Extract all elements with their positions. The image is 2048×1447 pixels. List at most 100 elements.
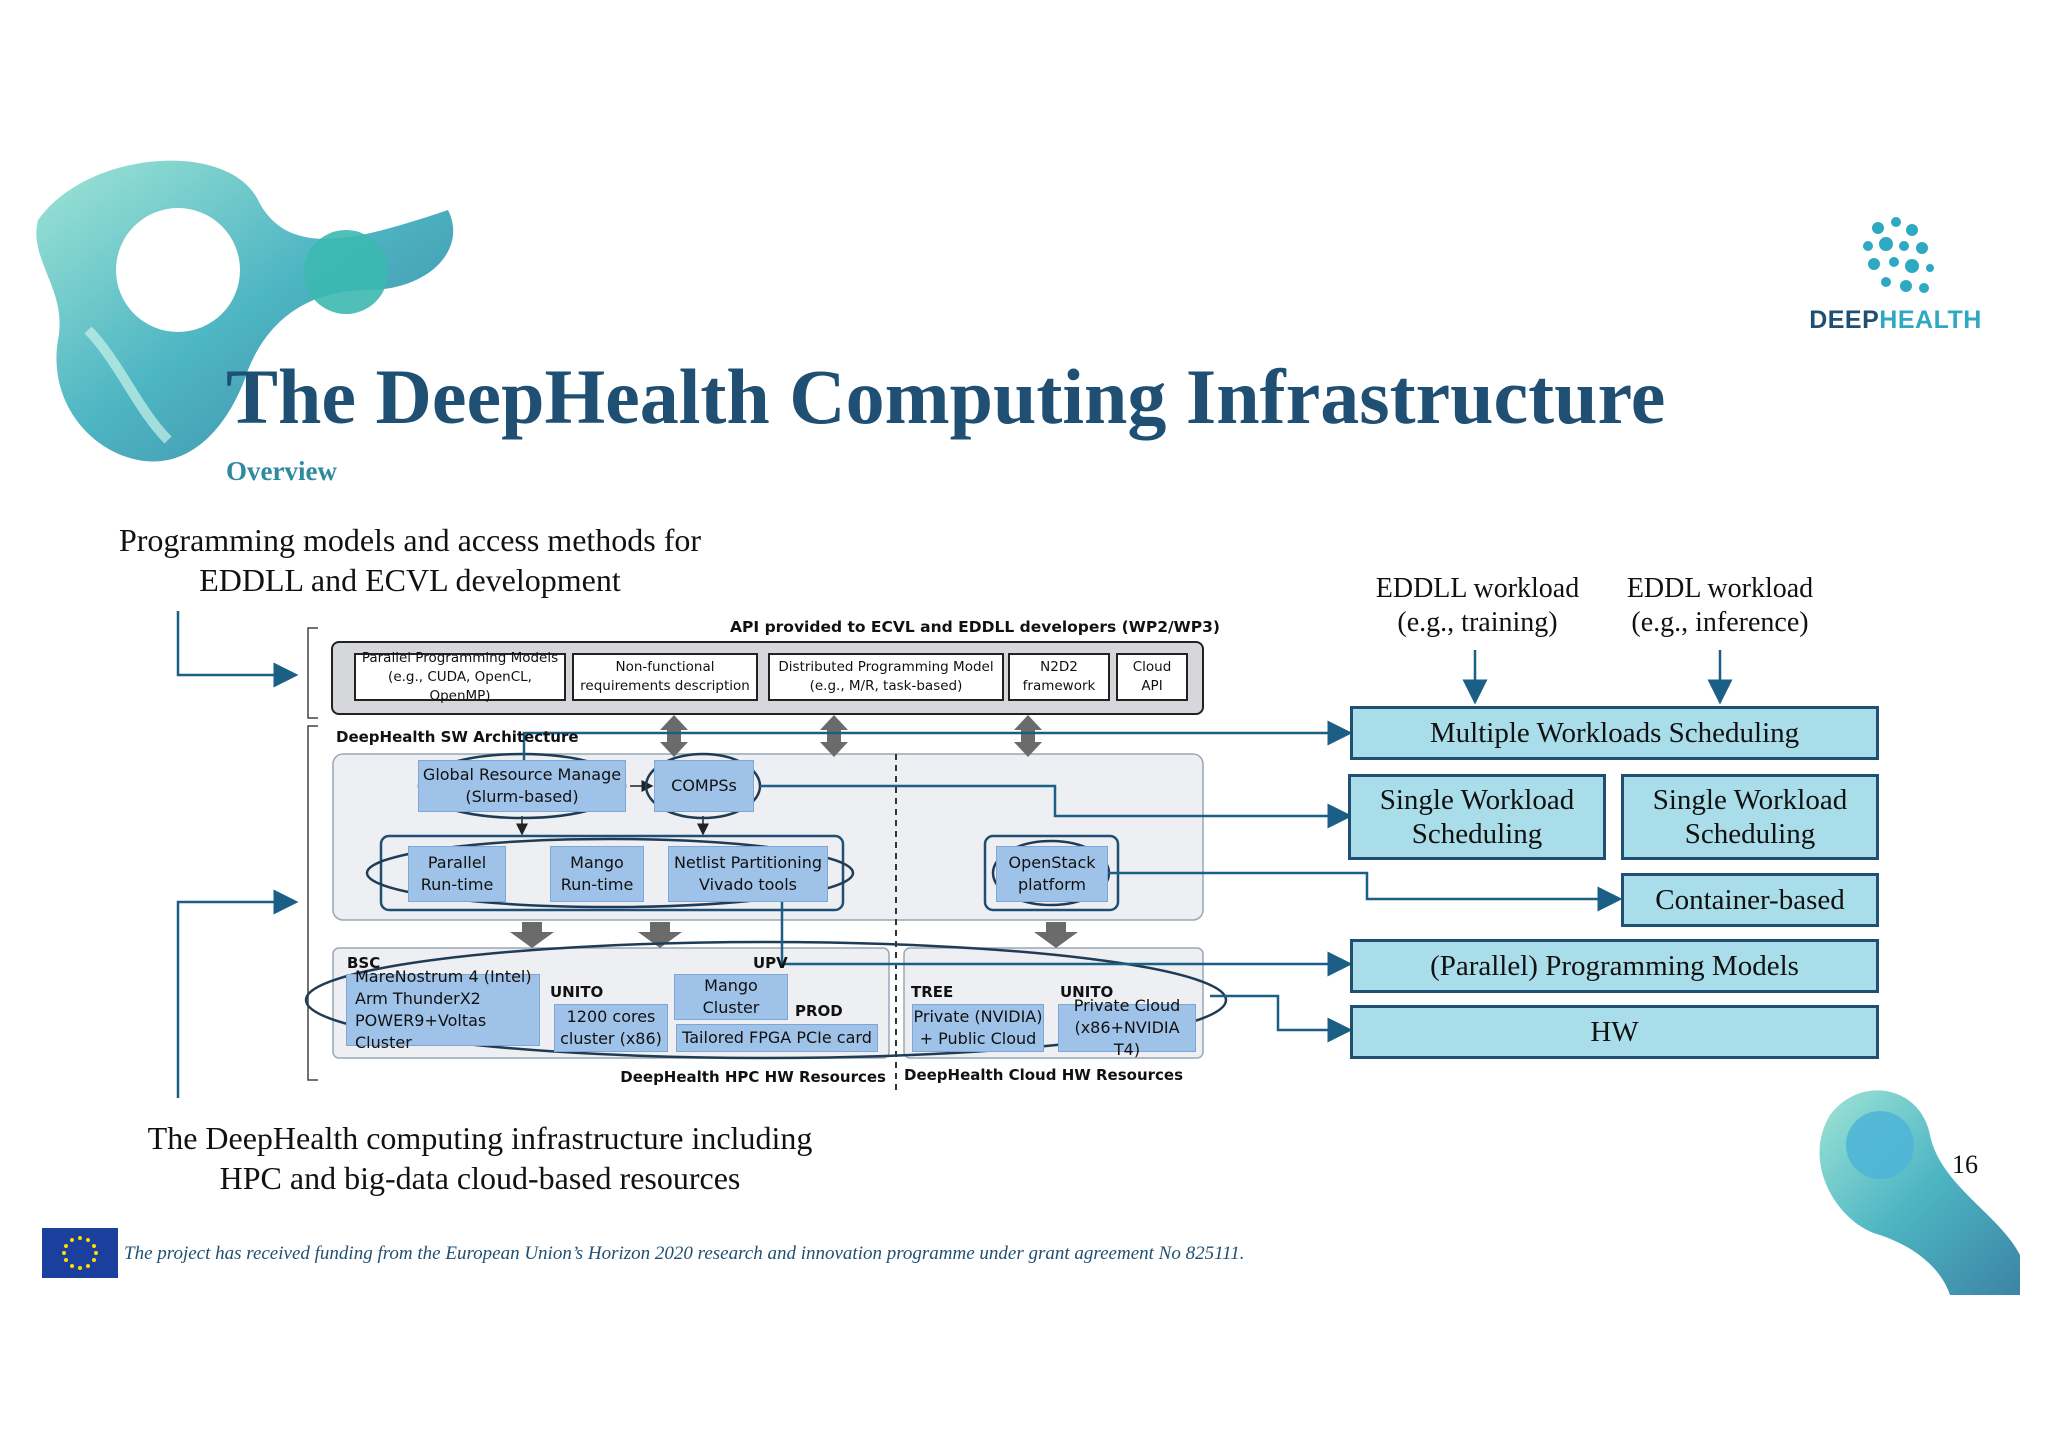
link-single-scheduling xyxy=(760,784,1353,829)
link-hw xyxy=(1210,994,1353,1043)
eddl-workload-line-2: (e.g., inference) xyxy=(1631,607,1809,638)
mango-runtime-line-1: Mango xyxy=(570,853,624,872)
page-subtitle: Overview xyxy=(226,456,337,486)
cores-cluster-node: 1200 cores cluster (x86) xyxy=(554,1004,668,1052)
api-box-non-functional: Non-functional requirements description xyxy=(572,653,758,701)
marenostrum-line-2: Arm ThunderX2 xyxy=(355,989,481,1008)
openstack-node: OpenStack platform xyxy=(996,846,1108,902)
single-a-line-1: Single Workload xyxy=(1379,784,1575,816)
decorative-swirl-bottom-right xyxy=(1819,1090,2020,1295)
api-box-parallel-programming-line-1: Parallel Programming Models xyxy=(361,649,559,666)
hpc-resources-label: DeepHealth HPC HW Resources xyxy=(620,1068,886,1086)
parallel-runtime-line-1: Parallel xyxy=(427,853,487,872)
eddll-workload-line-2: (e.g., training) xyxy=(1397,607,1558,638)
caption-bottom-connector xyxy=(176,889,299,1098)
sw-hw-down-arrows xyxy=(510,922,1078,948)
private-cloud-line-2: (x86+NVIDIA T4) xyxy=(1074,1018,1180,1059)
mango-cluster-line-2: Cluster xyxy=(702,998,760,1017)
mango-runtime-line-2: Run-time xyxy=(560,875,634,894)
unito2-label: UNITO xyxy=(1060,983,1114,1001)
cores-line-2: cluster (x86) xyxy=(560,1029,662,1048)
single-b-line-1: Single Workload xyxy=(1652,784,1848,816)
logo-icon xyxy=(1863,217,1934,293)
unito-label: UNITO xyxy=(550,983,604,1001)
netlist-line-1: Netlist Partitioning xyxy=(673,853,823,872)
caption-top-line-2: EDDLL and ECVL development xyxy=(199,562,621,598)
api-box-n2d2-line-2: framework xyxy=(1022,678,1096,694)
brace-api xyxy=(307,627,318,719)
api-sw-double-arrows xyxy=(660,715,1042,757)
caption-top-connector xyxy=(176,611,299,688)
upv-label: UPV xyxy=(753,954,788,972)
multiple-workloads-scheduling: Multiple Workloads Scheduling xyxy=(1350,706,1879,760)
openstack-line-2: platform xyxy=(1018,875,1086,894)
api-box-parallel-programming: Parallel Programming Models (e.g., CUDA, … xyxy=(354,650,566,704)
openstack-line-1: OpenStack xyxy=(1008,853,1096,872)
api-box-non-functional-line-2: requirements description xyxy=(580,678,750,694)
fpga-node: Tailored FPGA PCIe card xyxy=(676,1024,878,1052)
compss-node: COMPSs xyxy=(654,760,754,812)
private-nvidia-line-2: + Public Cloud xyxy=(919,1029,1037,1048)
api-box-distributed-programming-line-1: Distributed Programming Model xyxy=(778,659,994,675)
link-multiple-scheduling xyxy=(522,720,1353,766)
api-box-distributed-programming: Distributed Programming Model (e.g., M/R,… xyxy=(768,653,1004,701)
api-box-cloud-line-2: API xyxy=(1141,678,1163,694)
hw-box: HW xyxy=(1350,1005,1879,1059)
tree-label: TREE xyxy=(911,983,954,1001)
private-nvidia-line-1: Private (NVIDIA) xyxy=(913,1007,1043,1026)
page-number: 16 xyxy=(1952,1150,1978,1179)
private-cloud-line-1: Private Cloud xyxy=(1073,996,1181,1015)
parallel-runtime-line-2: Run-time xyxy=(420,875,494,894)
eu-flag-icon xyxy=(42,1228,118,1278)
mango-cluster-line-1: Mango xyxy=(704,976,758,995)
logo-text-deep: DEEP xyxy=(1809,306,1880,334)
api-box-parallel-programming-line-2: (e.g., CUDA, OpenCL, OpenMP) xyxy=(388,668,532,704)
single-a-line-2: Scheduling xyxy=(1411,818,1543,850)
api-box-distributed-programming-line-2: (e.g., M/R, task-based) xyxy=(809,678,963,694)
eddl-workload-line-1: EDDL workload xyxy=(1626,573,1814,604)
api-box-n2d2: N2D2 framework xyxy=(1008,653,1110,701)
prod-label: PROD xyxy=(795,1002,843,1020)
api-header: API provided to ECVL and EDDLL developer… xyxy=(730,618,1220,636)
single-b-line-2: Scheduling xyxy=(1684,818,1816,850)
api-box-n2d2-line-1: N2D2 xyxy=(1040,659,1078,675)
sw-architecture-label: DeepHealth SW Architecture xyxy=(336,728,579,746)
hw-ellipse xyxy=(304,940,1228,1060)
private-cloud-node: Private Cloud (x86+NVIDIA T4) xyxy=(1058,996,1196,1059)
marenostrum-line-1: MareNostrum 4 (Intel) xyxy=(355,967,532,986)
decorative-swirl-top-left xyxy=(36,160,454,462)
runtime-ellipse xyxy=(365,837,855,909)
eddll-workload-label: EDDLL workload (e.g., training) xyxy=(1355,572,1600,640)
container-based: Container-based xyxy=(1621,873,1879,927)
parallel-programming-models: (Parallel) Programming Models xyxy=(1350,939,1879,993)
netlist-line-2: Vivado tools xyxy=(699,875,797,894)
logo-text-health: HEALTH xyxy=(1879,306,1982,334)
fpga-label: Tailored FPGA PCIe card xyxy=(682,1028,872,1047)
global-resource-manager: Global Resource Manage(Slurm-based) xyxy=(418,760,626,812)
compss-label: COMPSs xyxy=(671,776,737,795)
link-container xyxy=(1108,871,1623,912)
page-title: The DeepHealth Computing Infrastructure xyxy=(226,353,1666,440)
caption-bottom-line-1: The DeepHealth computing infrastructure … xyxy=(147,1120,813,1156)
api-box-non-functional-line-1: Non-functional xyxy=(615,659,715,675)
caption-top-line-1: Programming models and access methods fo… xyxy=(118,522,702,558)
grm-line-1: Global Resource Manage xyxy=(422,765,622,784)
brace-infra xyxy=(307,725,318,1081)
marenostrum-line-3: POWER9+Voltas Cluster xyxy=(355,1011,487,1052)
eddll-workload-line-1: EDDLL workload xyxy=(1375,573,1580,604)
caption-top: Programming models and access methods fo… xyxy=(90,520,730,600)
funding-footer: The project has received funding from th… xyxy=(124,1243,1245,1264)
deephealth-logo: DEEPHEALTH xyxy=(1808,210,1983,340)
private-nvidia-node: Private (NVIDIA) + Public Cloud xyxy=(912,1004,1044,1052)
caption-bottom: The DeepHealth computing infrastructure … xyxy=(110,1118,850,1198)
cores-line-1: 1200 cores xyxy=(566,1007,656,1026)
api-box-cloud-line-1: Cloud xyxy=(1132,659,1172,675)
cloud-resources-label: DeepHealth Cloud HW Resources xyxy=(904,1066,1184,1084)
